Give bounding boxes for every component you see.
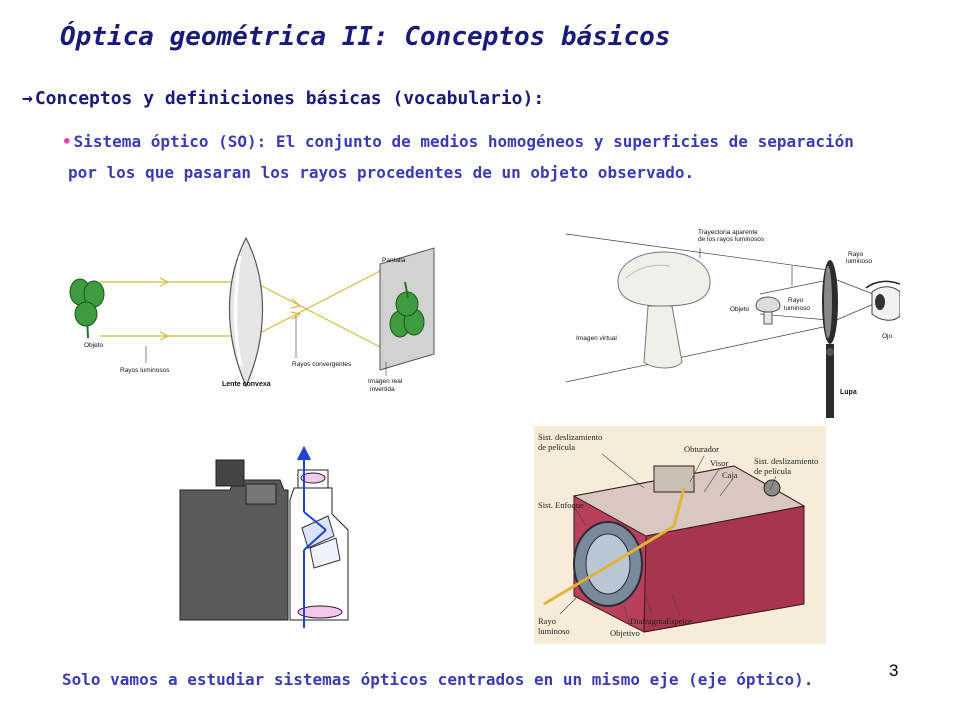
label-objeto: Objeto <box>84 342 104 349</box>
label-rayo-luminoso-2: luminoso <box>538 626 570 636</box>
eye-icon <box>865 280 900 321</box>
label-rayos-luminosos: Rayos luminosos <box>120 367 170 374</box>
label-sist-enfoque: Sist. Enfoque <box>538 500 584 510</box>
right-arrow-icon: → <box>22 88 33 109</box>
label-objetivo: Objetivo <box>610 628 640 638</box>
label-pantalla: Pantalla <box>382 257 406 264</box>
bullet-icon: • <box>62 132 72 151</box>
magnifier-lupa-icon <box>822 260 838 418</box>
camera-cutaway-figure: Sist. deslizamiento de película Obturado… <box>534 426 826 644</box>
camera-body-icon <box>572 465 806 633</box>
label-rayo-luminoso-mid-2: luminoso <box>784 305 810 312</box>
magnifier-figure: Trayectoria aparente de los rayos lumino… <box>560 222 900 418</box>
footer-note: Solo vamos a estudiar sistemas ópticos c… <box>62 670 814 689</box>
label-rayos-convergentes: Rayos convergentes <box>292 361 352 368</box>
label-trayectoria-1: Trayectoria aparente <box>698 229 758 236</box>
convex-lens-figure: Objeto Rayos luminosos Lente convexa Ray… <box>64 226 454 398</box>
label-imagen-real-1: Imagen real <box>368 378 403 385</box>
label-caja: Caja <box>722 470 738 480</box>
label-sist-deslizamiento-b-2: de película <box>754 466 791 476</box>
section-heading-text: Conceptos y definiciones básicas (vocabu… <box>34 88 545 109</box>
label-espejos: Espejos <box>666 616 692 626</box>
label-rayo-luminoso-top-2: luminoso <box>846 258 872 265</box>
label-lupa: Lupa <box>840 389 857 396</box>
clover-object-icon <box>69 278 105 339</box>
slide-title: Óptica geométrica II: Conceptos básicos <box>60 22 671 52</box>
label-objeto: Objeto <box>730 306 750 313</box>
label-rayo-luminoso-mid-1: Rayo <box>788 297 804 304</box>
label-rayo-luminoso-top-1: Rayo <box>848 251 864 258</box>
binoculars-body-icon <box>179 459 349 621</box>
label-imagen-real-2: invertida <box>370 386 395 393</box>
virtual-image-mushroom-icon <box>617 251 711 369</box>
label-rayo-luminoso-1: Rayo <box>538 616 556 626</box>
label-visor: Visor <box>710 458 729 468</box>
label-imagen-virtual: Imagen virtual <box>576 335 617 342</box>
label-trayectoria-2: de los rayos luminosos <box>698 236 765 243</box>
definition-text-line1: El conjunto de medios homogéneos y super… <box>266 132 854 151</box>
binoculars-figure <box>170 440 370 630</box>
label-obturador: Obturador <box>684 444 719 454</box>
mushroom-object-icon <box>755 296 781 325</box>
label-sist-deslizamiento-b-1: Sist. deslizamiento <box>754 456 818 466</box>
label-sist-deslizamiento-2: de película <box>538 442 575 452</box>
definition-block: •Sistema óptico (SO): El conjunto de med… <box>62 126 940 188</box>
definition-text-line2: por los que pasaran los rayos procedente… <box>68 163 695 182</box>
label-ojo: Ojo <box>882 333 893 340</box>
screen-panel <box>379 247 435 371</box>
definition-term: Sistema óptico (SO): <box>73 132 267 151</box>
label-lente-convexa: Lente convexa <box>222 381 271 388</box>
label-sist-deslizamiento-1: Sist. deslizamiento <box>538 432 602 442</box>
label-diafragma: Diafragma <box>630 616 667 626</box>
ray-path-arrow-icon <box>297 445 327 628</box>
section-heading: → Conceptos y definiciones básicas (voca… <box>22 88 544 109</box>
page-number: 3 <box>889 661 899 680</box>
